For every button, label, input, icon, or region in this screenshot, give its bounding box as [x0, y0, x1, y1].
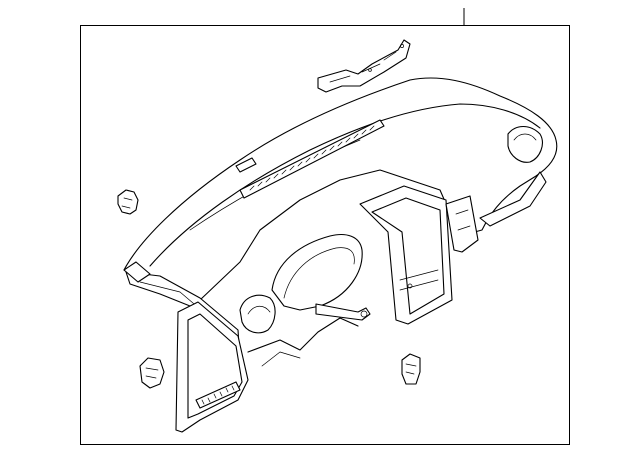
- clip-lower-left: [139, 357, 165, 389]
- clip-upper-left: [117, 189, 139, 215]
- clip-lower-right: [401, 353, 421, 385]
- instrument-panel: [123, 77, 558, 433]
- mounting-bracket: [317, 39, 411, 93]
- diagram-frame: [80, 25, 570, 445]
